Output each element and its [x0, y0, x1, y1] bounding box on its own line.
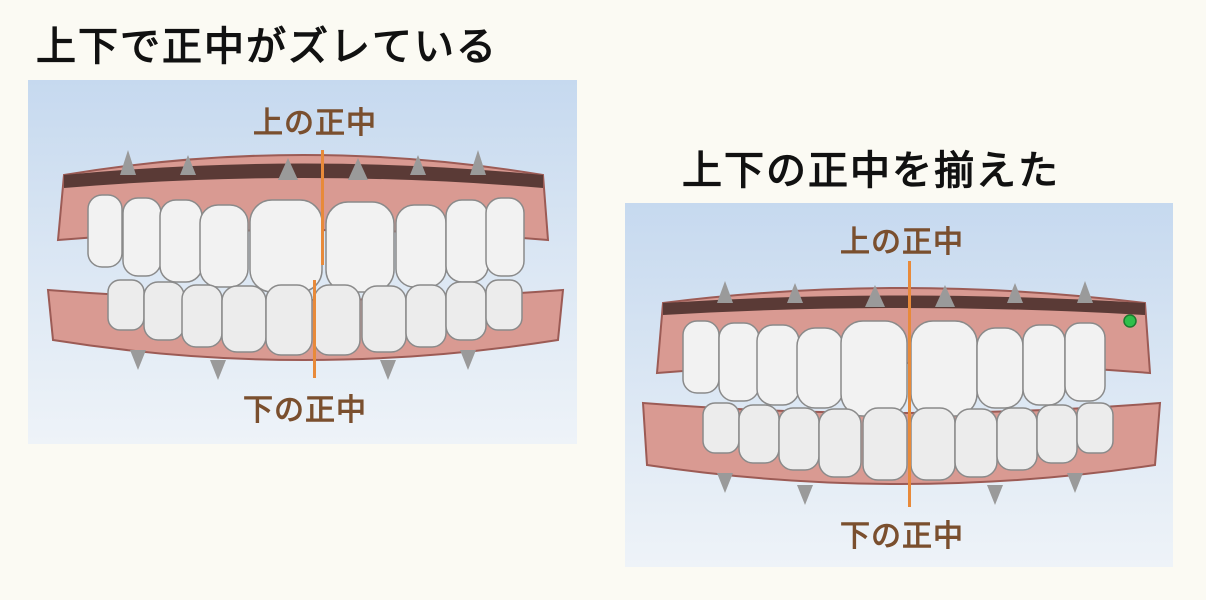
right-dental-image: 上の正中 下の正中 [625, 203, 1173, 567]
right-lower-midline-label: 下の正中 [840, 519, 964, 554]
left-title: 上下で正中がズレている [36, 23, 498, 70]
right-title: 上下の正中を揃えた [682, 147, 1060, 194]
right-upper-midline-label: 上の正中 [840, 225, 964, 260]
left-dental-image: 上の正中 下の正中 [28, 80, 577, 444]
upper-teeth [682, 320, 1106, 417]
left-lower-midline [313, 280, 316, 378]
right-dental-illustration [641, 281, 1162, 505]
aligner-pins [120, 150, 486, 380]
lower-teeth [107, 279, 523, 356]
left-upper-midline-label: 上の正中 [253, 106, 377, 141]
green-marker [1123, 314, 1137, 328]
lower-teeth [702, 402, 1114, 481]
aligner-pins [717, 281, 1093, 505]
left-lower-midline-label: 下の正中 [243, 393, 367, 428]
upper-rim [663, 295, 1145, 315]
left-dental-illustration [46, 150, 565, 380]
left-upper-midline [321, 150, 324, 265]
right-midline [908, 261, 911, 507]
upper-teeth [87, 194, 525, 293]
